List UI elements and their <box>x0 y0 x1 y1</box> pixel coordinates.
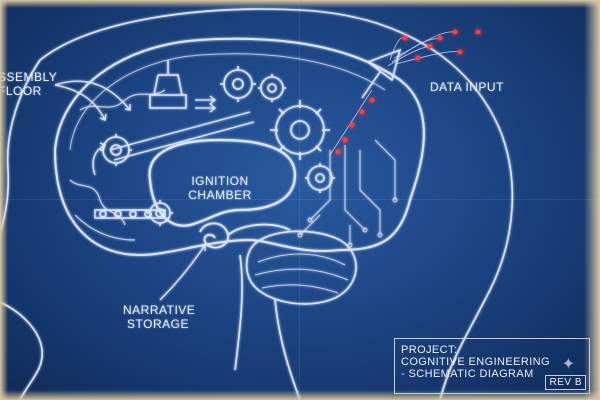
title-block: PROJECT: COGNITIVE ENGINEERING - SCHEMAT… <box>394 338 590 394</box>
brain-outline <box>55 39 424 255</box>
title-line-subtitle: - SCHEMATIC DIAGRAM <box>401 368 550 380</box>
circuit-traces <box>298 140 397 247</box>
title-line-name: COGNITIVE ENGINEERING <box>401 356 550 368</box>
title-line-project: PROJECT: <box>401 344 550 356</box>
title-block-text: PROJECT: COGNITIVE ENGINEERING - SCHEMAT… <box>401 344 550 380</box>
gear-icon-top-2 <box>258 74 286 102</box>
label-assembly-floor: SSEMBLY FLOOR <box>0 70 57 98</box>
gear-icon-left <box>100 134 132 166</box>
face-profile <box>0 60 42 400</box>
star-icon: ✦ <box>562 354 575 373</box>
label-ignition-chamber: IGNITION CHAMBER <box>180 174 260 202</box>
label-narrative-storage: NARRATIVE STORAGE <box>123 303 193 331</box>
gear-icon-top-1 <box>220 66 256 102</box>
brain-stem <box>235 255 300 400</box>
data-funnel <box>362 50 400 98</box>
robotic-claw <box>150 60 186 108</box>
label-data-input: DATA INPUT <box>430 80 504 94</box>
gear-icon-large <box>270 100 330 160</box>
revision-badge: REV B <box>545 375 586 390</box>
